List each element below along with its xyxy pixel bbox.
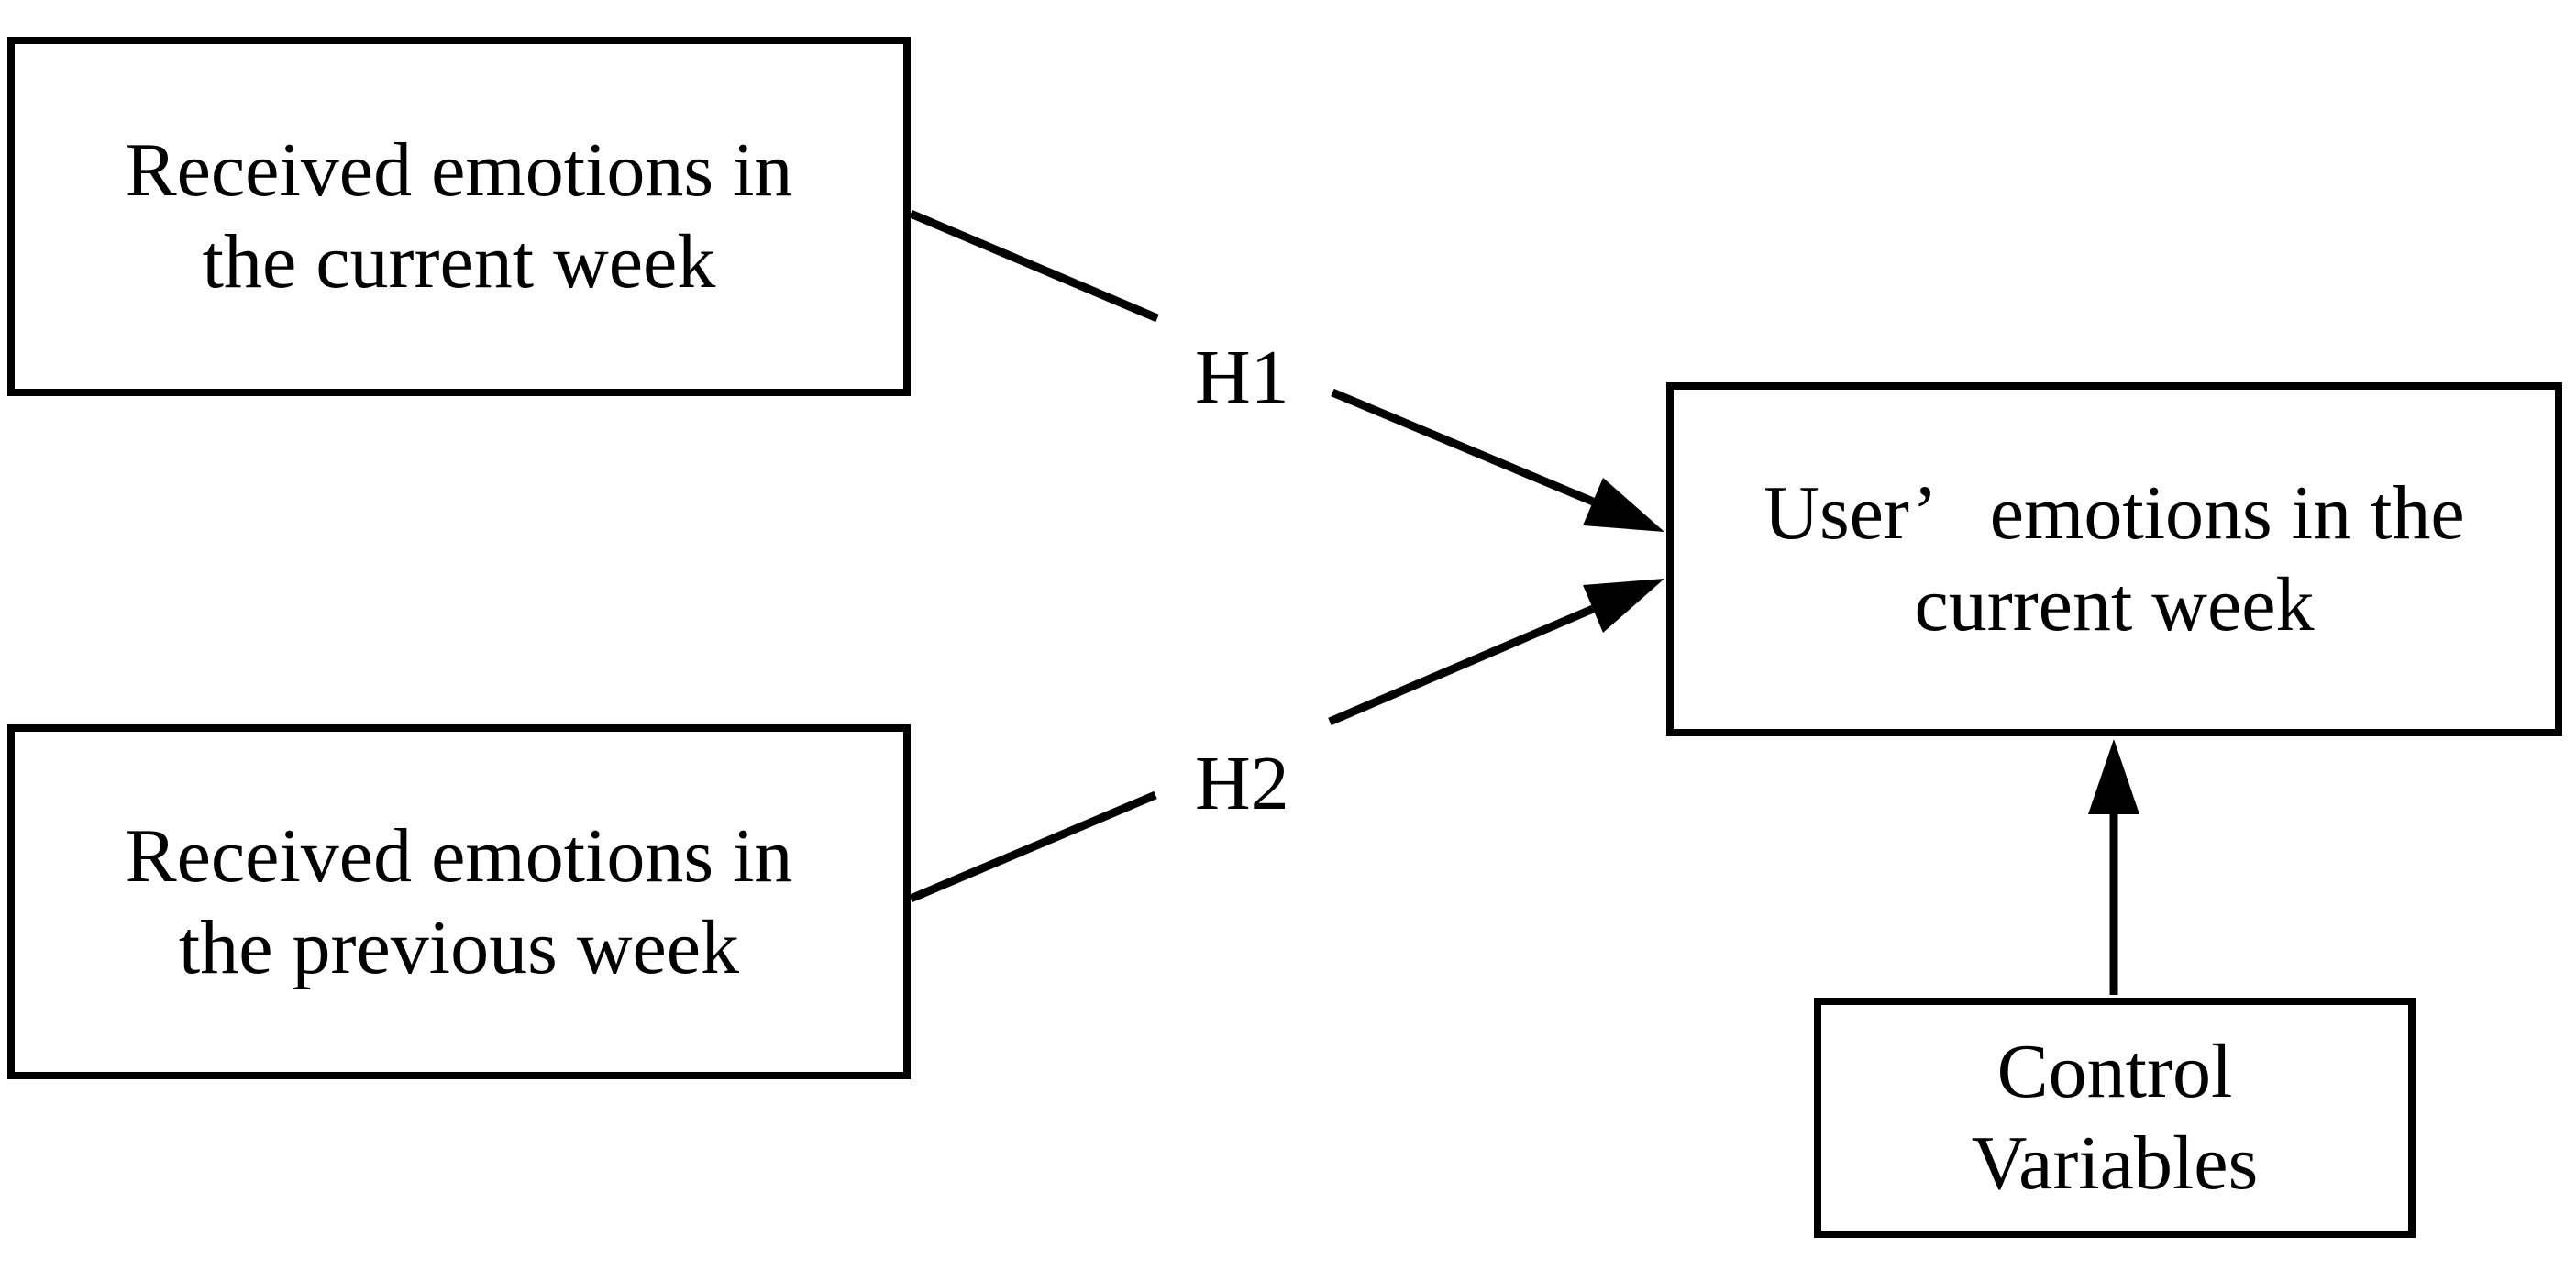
h2-arrowhead [1583, 579, 1664, 633]
box-received-emotions-current-week: Received emotions in the current week [7, 37, 911, 396]
arrow-label-h1: H1 [1195, 335, 1289, 420]
arrow-label-h2: H2 [1195, 741, 1289, 826]
box-received-emotions-previous-week-label: Received emotions in the previous week [125, 812, 793, 990]
h1-arrow-segment-2 [1331, 388, 1595, 506]
h2-arrow-segment-1 [909, 790, 1157, 903]
box-user-emotions-current-week: User’ emotions in the current week [1666, 382, 2562, 736]
h1-arrowhead [1583, 478, 1664, 532]
box-control-variables-label: Control Variables [1971, 1029, 2259, 1206]
box-received-emotions-current-week-label: Received emotions in the current week [125, 127, 793, 304]
box-user-emotions-current-week-label: User’ emotions in the current week [1763, 470, 2465, 647]
control-arrowhead [2088, 739, 2139, 814]
h1-arrow-segment-1 [909, 209, 1159, 323]
h2-arrow-segment-2 [1328, 604, 1595, 726]
box-received-emotions-previous-week: Received emotions in the previous week [7, 724, 911, 1079]
box-control-variables: Control Variables [1814, 998, 2416, 1238]
